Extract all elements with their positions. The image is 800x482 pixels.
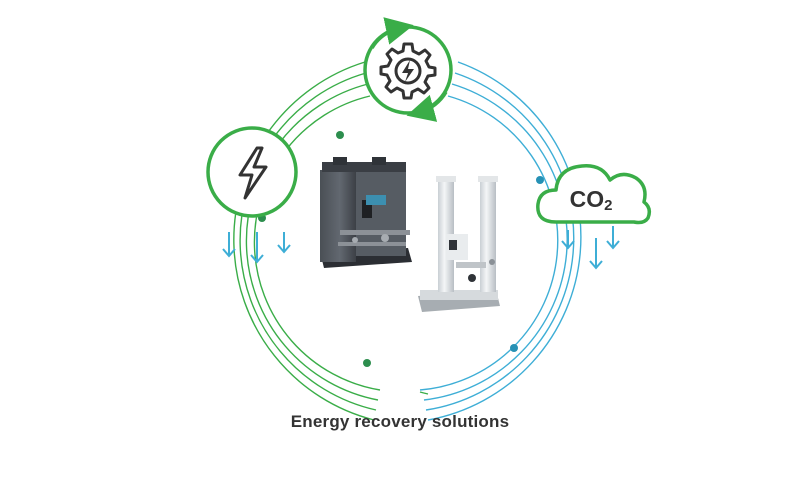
cycle-arrow-icon [406,91,448,122]
down-arrow-icon [250,232,264,264]
diagram-caption: Energy recovery solutions [290,412,510,431]
blue-arc-3 [425,72,575,411]
blue-arc-4 [427,61,582,421]
gear-with-lightning-bolt-icon [379,42,437,100]
green-arc-2 [245,83,379,401]
green-arc-3 [239,72,377,411]
lightning-bolt-icon [238,146,268,200]
co2-label: CO2 [570,186,613,214]
down-arrow-icon [589,238,603,270]
down-arrows-right [561,226,620,270]
down-arrow-icon [277,232,291,254]
power-icon-group [206,126,298,218]
blue-arc-2 [423,83,568,401]
green-flow-dot [363,359,371,367]
cycle-arrow-icon [370,17,414,49]
white-tank-machine [418,176,500,312]
down-arrow-icon [222,232,236,258]
down-arrows-left [222,232,291,264]
dark-cabinet-machine [320,157,412,268]
blue-flow-dot [510,344,518,352]
co2-cloud-icon [536,164,652,225]
co2-label-subscript: 2 [604,197,612,214]
green-arc-1 [253,95,381,391]
blue-cycle-arcs [419,61,582,421]
down-arrow-icon [561,230,575,250]
green-arc-4 [233,61,375,421]
gear-icon-group [363,17,453,122]
co2-label-main: CO [570,186,605,212]
blue-flow-dot [536,176,544,184]
green-flow-dot [336,131,344,139]
green-cycle-arcs [233,61,429,421]
green-arc-5 [419,391,429,395]
down-arrow-icon [606,226,620,250]
blue-arc-1 [419,95,559,391]
